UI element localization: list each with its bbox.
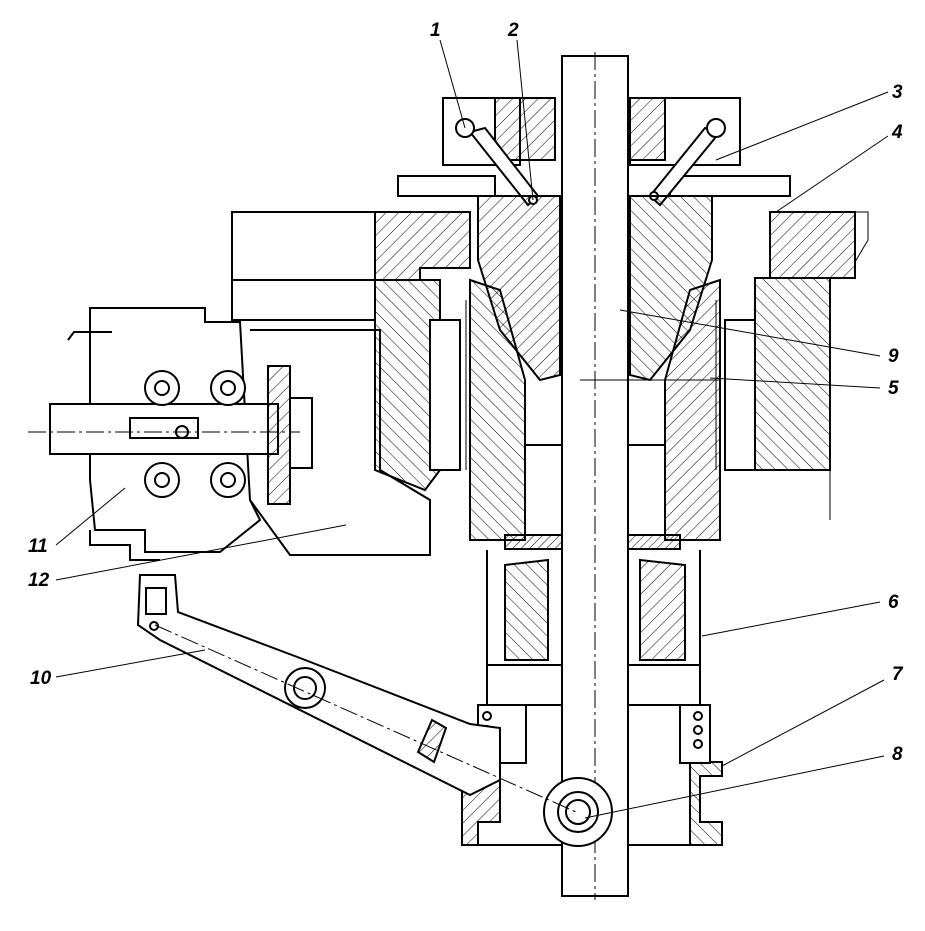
- collet-right: [629, 195, 721, 541]
- callout-2: 2: [507, 20, 519, 41]
- callout-3: 3: [892, 82, 903, 103]
- callout-12: 12: [28, 570, 50, 591]
- auxiliary-lines: [28, 379, 720, 813]
- collet-left: [469, 195, 561, 541]
- callout-11: 11: [28, 536, 48, 557]
- callout-7: 7: [892, 664, 904, 685]
- callout-6: 6: [888, 592, 899, 613]
- housing: [231, 211, 869, 556]
- callouts: 1 2 3 4 9 5 6 7 8 10 11 12: [28, 20, 904, 765]
- actuator-block: [49, 307, 313, 561]
- top-flange: [397, 97, 791, 197]
- lever-arm: [136, 574, 501, 797]
- leader-lines: [55, 39, 889, 819]
- callout-8: 8: [892, 744, 903, 765]
- callout-4: 4: [891, 122, 903, 143]
- callout-10: 10: [30, 668, 52, 689]
- callout-5: 5: [888, 378, 899, 399]
- callout-9: 9: [888, 346, 899, 367]
- inner-bands: [429, 300, 756, 550]
- callout-1: 1: [430, 20, 441, 41]
- central-shaft: [543, 52, 629, 900]
